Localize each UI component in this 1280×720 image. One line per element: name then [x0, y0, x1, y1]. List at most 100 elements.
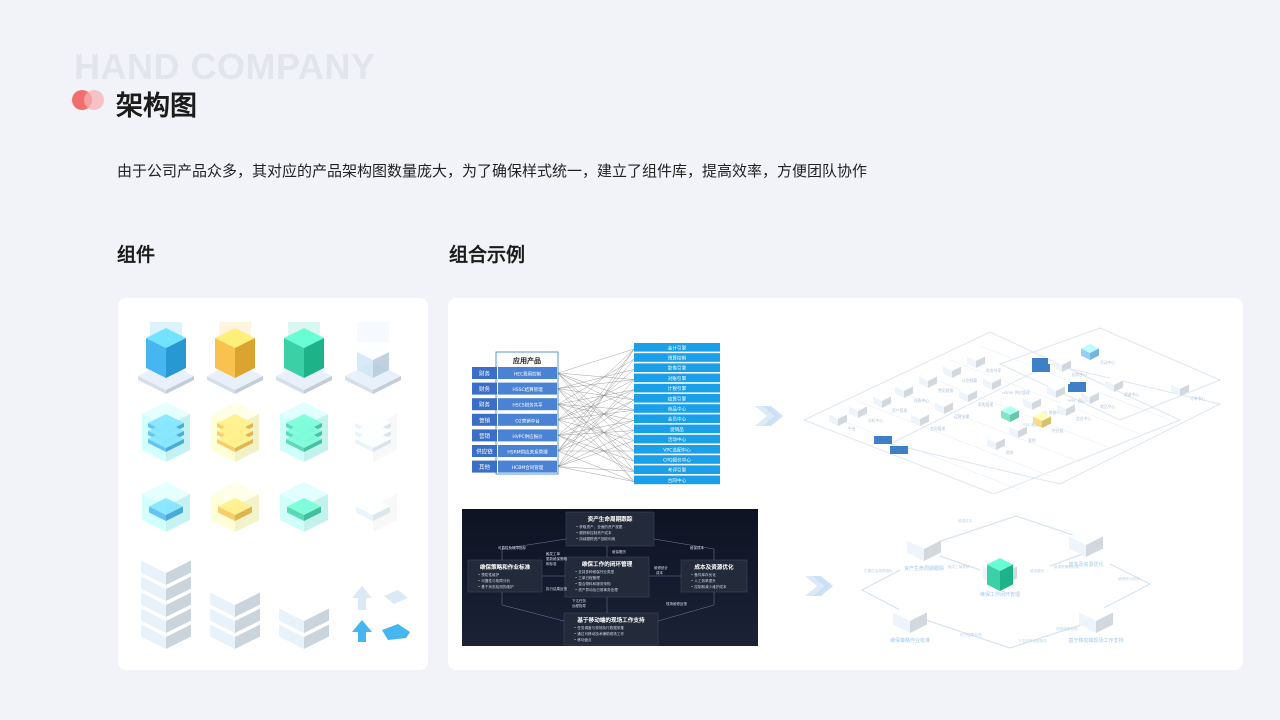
category-label: 财务: [479, 401, 491, 409]
product-cell: [498, 429, 557, 442]
target-cell: [634, 343, 720, 352]
connector-label: 和标准: [546, 561, 557, 566]
target-cell: [634, 455, 720, 464]
iso-module-box: [1057, 400, 1075, 416]
section-title-components: 组件: [117, 244, 156, 266]
iso-module-label: 渠道中心: [1124, 392, 1139, 397]
iso-connectors: [860, 515, 1152, 649]
iso-module-label: 费用报销: [938, 388, 953, 393]
target-label: 结算引擎: [668, 395, 687, 402]
target-cell: [634, 404, 720, 413]
iso-module-label: O2 营销中台: [1042, 410, 1064, 415]
server-stack-icon: [210, 580, 260, 649]
iso-node-label: 维保工作闭环管理: [980, 591, 1020, 598]
mapping-lines: [557, 348, 635, 482]
transform-arrow-icon: [755, 406, 783, 426]
product-cell: [498, 382, 557, 395]
connector-label: 可靠性及故障指标: [498, 545, 526, 550]
target-label: CPQ报价中心: [663, 457, 691, 464]
node-item: • 基于状态检测的维护: [478, 584, 514, 589]
iso-module-box: [935, 398, 953, 414]
product-label: O2营销中台: [515, 417, 540, 424]
company-watermark: HAND COMPANY: [74, 46, 376, 87]
connector-label: 维保成本: [690, 545, 704, 550]
node-title: 资产生命周期跟踪: [588, 515, 633, 523]
cube-icon: [215, 328, 255, 378]
core-box-icon: [349, 482, 397, 532]
category-cell: [472, 445, 497, 457]
node-item: • 整合物料和服务采购: [575, 581, 611, 586]
product-label: HEC费用控制: [514, 371, 542, 378]
category-label: 营销: [479, 432, 491, 440]
node-item: • 持续跟踪资产回收利用: [576, 536, 616, 541]
iso-module-label: 财务共享: [986, 368, 1001, 373]
iso-node-label: 维保策略作业标准: [890, 637, 930, 644]
iso-node-label: 基于移动端现场工作支持: [1068, 637, 1123, 644]
iso-module-box: [987, 434, 1005, 450]
iso-module-label: 报表中心: [914, 398, 929, 403]
lifecycle-node-center: 维保工作的闭环管理• 支持多种维保作业类型• 工单日程管理• 整合物料和服务采购…: [564, 556, 650, 598]
iso-module-label: 计划预算: [962, 378, 977, 383]
product-label: HVPC供应报价: [512, 433, 543, 440]
iso-platforms: [802, 327, 1222, 494]
iso-category-tag: [1070, 382, 1086, 392]
node-title: 成本及资源优化: [694, 563, 734, 571]
iso-edge-label: 维修统计成本: [1118, 576, 1140, 581]
layered-stack-icon: [142, 402, 190, 462]
cube-icon: [146, 328, 186, 378]
category-cell: [472, 429, 497, 442]
target-cell: [634, 475, 720, 485]
core-box-icon: [280, 482, 328, 532]
iso-module-box: [919, 372, 937, 388]
lifecycle-node-bottom: 基于移动端的现场工作支持• 任务调度与现场执行数据采集• 通过可移动技术辅助现场…: [563, 612, 659, 646]
iso-category-tag: [1032, 358, 1048, 368]
iso-node-box: [1069, 528, 1103, 557]
component-icons-grid: [138, 322, 410, 649]
iso-node-box: [1079, 604, 1113, 633]
iso-edge-label: 触发工单更新: [948, 564, 970, 569]
iso-edge-label: 维保成本: [958, 518, 973, 523]
iso-module-box: [1033, 412, 1051, 428]
iso-node-label: 资产生命周期跟踪: [904, 565, 944, 572]
product-cell: [498, 398, 557, 411]
node-item: • 可靠性与故障分析: [478, 578, 510, 583]
iso-module-label: 活动中心: [1100, 360, 1115, 365]
target-label: 对账引擎: [668, 375, 687, 382]
category-label: 财务: [479, 370, 491, 378]
node-item: • 移动盘点: [574, 637, 592, 642]
node-item: • 获取资产、全面的资产视图: [576, 524, 623, 529]
iso-node-label: 成本及资源优化: [1068, 561, 1103, 568]
category-label: 供应链: [476, 448, 493, 456]
target-label: 活动中心: [668, 436, 687, 443]
iso-module-label: 促销中心: [1072, 372, 1087, 377]
iso-module-box: [1023, 394, 1041, 410]
glow-top: [357, 322, 389, 342]
iso-module-label: HVPC 选配报价: [1066, 398, 1093, 403]
iso-center-cube: [987, 558, 1013, 591]
target-label: 合同中心: [668, 477, 687, 484]
node-item: • 工单日程管理: [575, 575, 600, 580]
node-item: • 跟踪和控制资产成本: [576, 530, 612, 535]
iso-module-box: [943, 362, 961, 378]
target-cell: [634, 414, 720, 423]
iso-module-box: [1001, 406, 1019, 422]
iso-module-label: 会员中心: [1076, 416, 1091, 421]
iso-module-label: 分析中心: [868, 418, 883, 423]
iso-edge-label: 下达任务远程指导: [1018, 638, 1047, 643]
iso-module-box: [983, 374, 1001, 390]
core-box-icon: [142, 482, 190, 532]
server-stack-icon: [141, 548, 191, 649]
target-cell: [634, 373, 720, 383]
lifecycle-connectors: [501, 538, 715, 622]
iso-module-box: [959, 386, 977, 402]
product-cell: [498, 367, 557, 379]
iso-module-label: HSRM 供应管理: [1002, 390, 1030, 395]
iso-category-tag: [890, 446, 908, 454]
iso-module-label: 供应链: [1052, 428, 1064, 433]
iso-module-label: 资产管理: [892, 408, 907, 413]
layered-stack-icon: [349, 402, 397, 462]
lifecycle-node-right: 成本及资源优化• 备件库存优化• 人工效率提升• 控制和减少维护成本: [680, 559, 748, 593]
iso-module-box: [1081, 344, 1099, 360]
direction-arrows-icon: [352, 586, 410, 642]
category-cell: [472, 460, 497, 473]
